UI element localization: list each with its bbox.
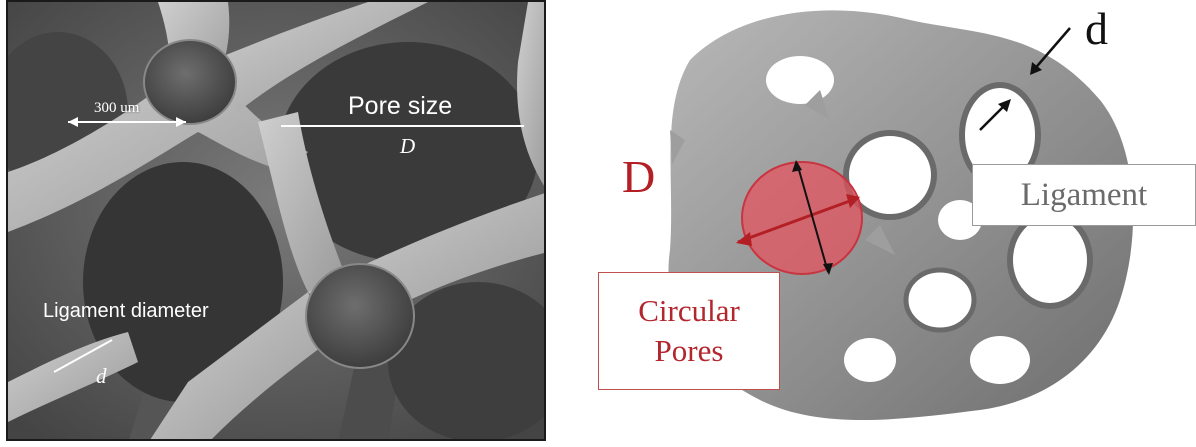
pore-size-symbol: D xyxy=(400,134,415,159)
pore-diameter-label: D xyxy=(622,150,655,203)
sem-micrograph-image xyxy=(8,2,546,441)
ligament-diameter-label-model: d xyxy=(1085,2,1108,55)
circular-pores-callout-box: Circular Pores xyxy=(598,272,780,390)
pore-size-label: Pore size xyxy=(348,92,452,121)
scale-bar-label: 300 um xyxy=(94,100,139,117)
ligament-callout-box: Ligament xyxy=(972,164,1196,226)
sem-micrograph-panel: 300 um Pore size D Ligament diameter d xyxy=(6,0,546,441)
ligament-callout-text: Ligament xyxy=(1021,177,1147,214)
circular-pores-line-1: Circular xyxy=(638,291,740,331)
circular-pores-line-2: Pores xyxy=(655,331,724,371)
ligament-diameter-symbol: d xyxy=(96,364,107,389)
ligament-diameter-label: Ligament diameter xyxy=(43,300,209,323)
